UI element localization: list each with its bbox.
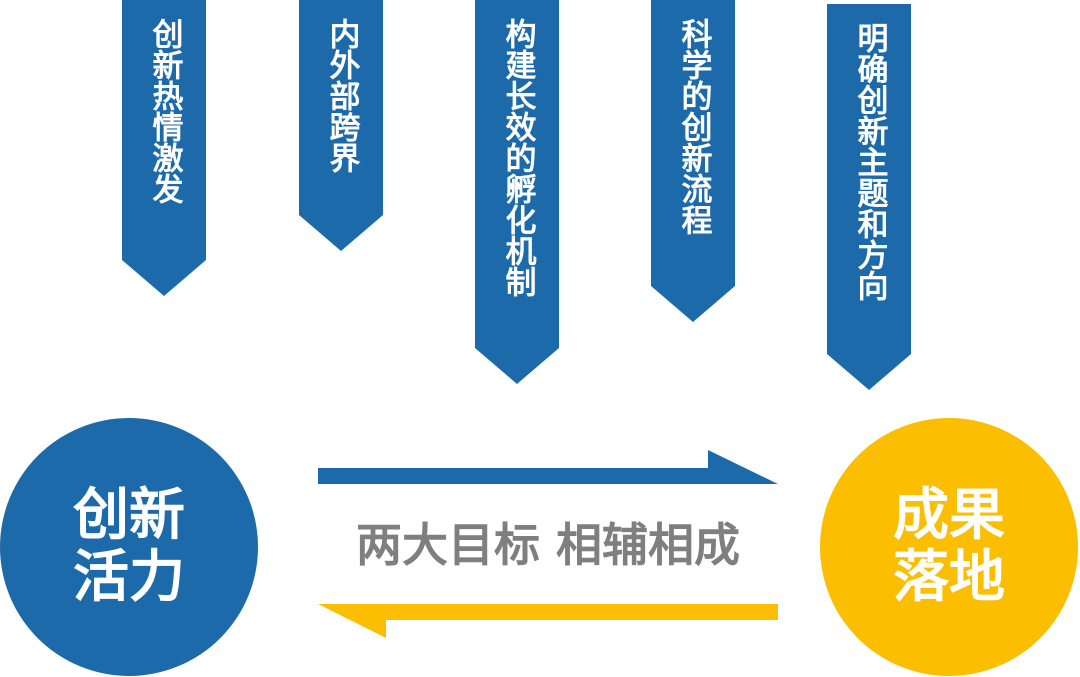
banner-label: 构建长效的孵化机制 (499, 18, 536, 297)
left-arrow-icon (318, 604, 778, 638)
banner-body: 科学的创新流程 (651, 0, 735, 286)
circle-label: 成果落地 (893, 483, 1005, 610)
banner-cross-boundary: 内外部跨界 (299, 0, 383, 251)
center-caption: 两大目标 相辅相成 (355, 518, 740, 572)
circle-label: 创新活力 (73, 483, 185, 610)
banner-incubation-mechanism: 构建长效的孵化机制 (475, 0, 559, 384)
banner-tip (475, 348, 559, 384)
banner-innovation-theme: 明确创新主题和方向 (827, 4, 911, 390)
banner-body: 明确创新主题和方向 (827, 4, 911, 354)
banner-tip (299, 215, 383, 251)
results-landing-circle: 成果落地 (820, 418, 1078, 676)
banner-label: 科学的创新流程 (675, 18, 712, 235)
banner-tip (122, 260, 206, 296)
left-arrow-shape (318, 604, 778, 638)
banner-body: 创新热情激发 (122, 0, 206, 260)
banner-tip (827, 354, 911, 390)
banner-innovation-passion: 创新热情激发 (122, 0, 206, 296)
banner-tip (651, 286, 735, 322)
banner-label: 创新热情激发 (146, 18, 183, 204)
right-arrow-icon (318, 450, 778, 484)
banner-body: 内外部跨界 (299, 0, 383, 215)
innovation-vitality-circle: 创新活力 (0, 418, 258, 676)
banner-body: 构建长效的孵化机制 (475, 0, 559, 348)
banner-label: 内外部跨界 (323, 18, 360, 173)
right-arrow-shape (318, 450, 778, 484)
banner-label: 明确创新主题和方向 (851, 22, 888, 301)
banner-innovation-process: 科学的创新流程 (651, 0, 735, 322)
